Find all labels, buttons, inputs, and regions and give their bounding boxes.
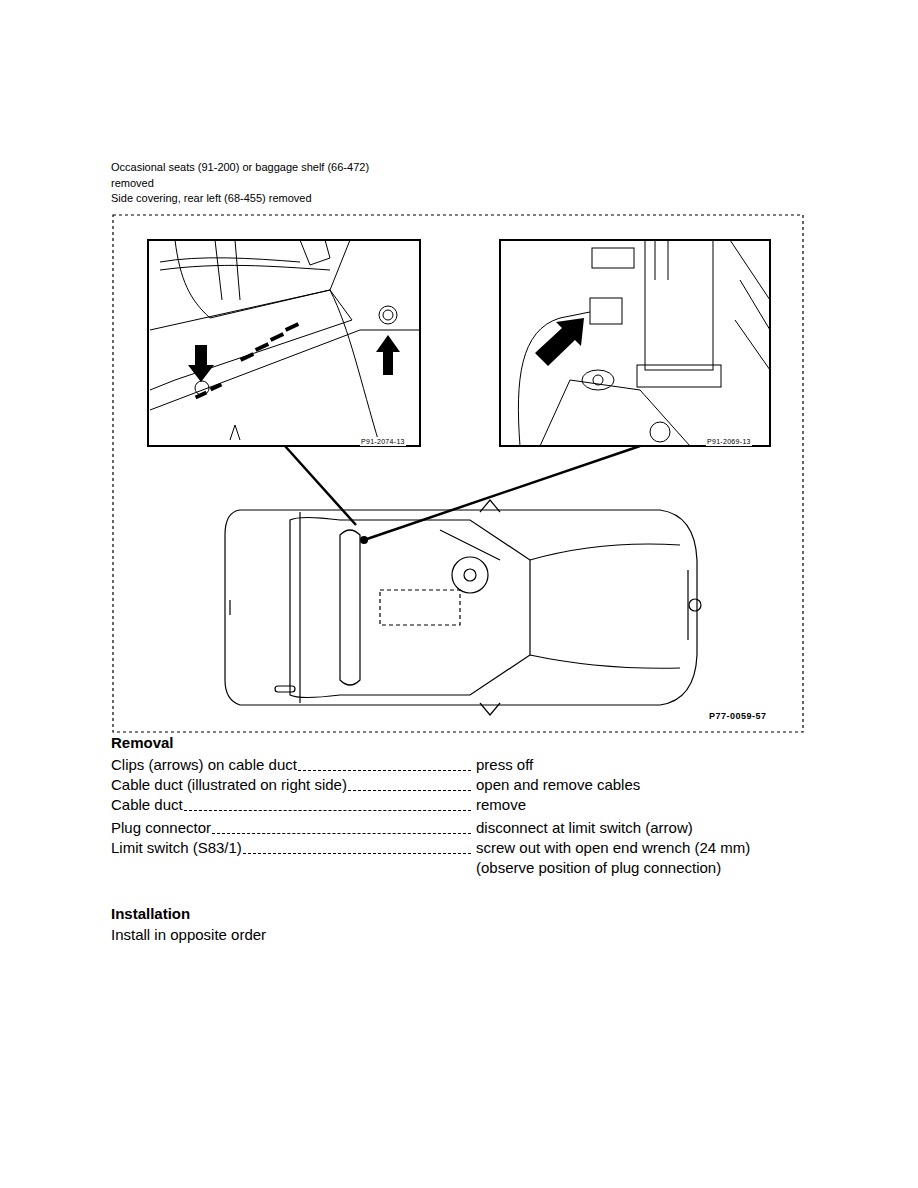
plug	[590, 298, 622, 324]
cable	[160, 265, 330, 270]
frame	[113, 215, 803, 732]
cabin	[290, 518, 530, 698]
leader-dots	[212, 832, 471, 834]
stripe	[195, 391, 208, 400]
bolt	[230, 425, 240, 440]
step-row: Limit switch (S83/1)	[111, 838, 473, 858]
clip-hole	[379, 306, 397, 324]
bracket	[300, 240, 330, 265]
hood-line	[530, 544, 680, 560]
strut	[645, 240, 713, 370]
step-part: Clips (arrows) on cable duct	[111, 755, 297, 775]
figure-code: P77-0059-57	[708, 711, 768, 722]
section-heading: Removal	[111, 733, 174, 753]
stripe	[285, 322, 299, 332]
leader-dots	[184, 809, 471, 811]
prerequisite-note: Occasional seats (91-200) or baggage she…	[111, 160, 401, 191]
steering-wheel	[452, 557, 488, 593]
inset-lines	[518, 240, 770, 446]
mirror	[480, 703, 500, 715]
duct	[150, 290, 352, 390]
panel-line	[175, 240, 350, 318]
stripe	[210, 383, 223, 392]
strut-detail	[655, 240, 668, 280]
duct-edge	[150, 330, 420, 410]
step-row: Cable duct (illustrated on right side)	[111, 775, 473, 795]
inset-lines	[150, 240, 420, 446]
rear-pillar	[340, 530, 360, 685]
pointer-line	[364, 446, 640, 540]
step-part: Cable duct	[111, 795, 183, 815]
section-heading: Installation	[111, 904, 190, 924]
inset-border	[500, 240, 770, 446]
step-action: disconnect at limit switch (arrow)	[476, 818, 796, 838]
mirror	[480, 500, 500, 512]
steering-hub	[464, 569, 476, 581]
ribs	[730, 240, 770, 370]
step-action: open and remove cables	[476, 775, 796, 795]
bolt	[650, 422, 670, 442]
step-action: remove	[476, 795, 796, 815]
inset-limit-switch	[500, 240, 770, 446]
car-top-view	[225, 500, 701, 715]
trunk-edge	[299, 512, 300, 703]
arrow	[188, 345, 214, 382]
stripe	[255, 342, 269, 352]
instruction-text: Install in opposite order	[111, 925, 611, 945]
tail-light	[229, 600, 230, 615]
car-body	[225, 510, 697, 705]
stripes	[188, 322, 400, 399]
step-part: Cable duct (illustrated on right side)	[111, 775, 347, 795]
stripe	[270, 332, 284, 342]
arrow	[535, 318, 584, 366]
dashed-frame	[113, 215, 803, 732]
tube	[215, 240, 222, 300]
star	[689, 599, 701, 611]
step-part: Plug connector	[111, 818, 211, 838]
step-row: Clips (arrows) on cable duct	[111, 755, 473, 775]
body-edge	[330, 290, 380, 446]
pointer-dot	[360, 536, 368, 544]
mount	[540, 380, 690, 446]
stripe	[240, 352, 254, 362]
step-action: press off	[476, 755, 796, 775]
inset-cable-duct	[148, 240, 420, 446]
leader-dots	[243, 852, 471, 854]
step-row: Plug connector	[111, 818, 473, 838]
hood-line	[530, 655, 680, 668]
prerequisite-note: Side covering, rear left (68-455) remove…	[111, 191, 431, 207]
tube	[235, 240, 240, 300]
strut-collar	[637, 365, 721, 387]
step-row: Cable duct	[111, 795, 473, 815]
console	[380, 590, 460, 625]
step-action: screw out with open end wrench (24 mm) (…	[476, 838, 796, 878]
switch-nut	[582, 370, 614, 390]
cable	[160, 258, 300, 262]
seat-edge	[440, 530, 500, 560]
arrow	[376, 335, 400, 375]
leader-dots	[348, 789, 471, 791]
leader-dots	[298, 769, 471, 771]
wire	[518, 312, 590, 446]
handle	[275, 686, 295, 692]
clip	[383, 310, 393, 320]
figure-code: P91-2074-13	[360, 437, 406, 446]
inset-border	[148, 240, 420, 446]
bracket	[592, 248, 634, 268]
step-part: Limit switch (S83/1)	[111, 838, 242, 858]
pointer-lines	[285, 446, 640, 540]
switch	[593, 375, 603, 385]
figure-code: P91-2069-13	[706, 437, 752, 446]
pointer-line	[285, 446, 356, 525]
